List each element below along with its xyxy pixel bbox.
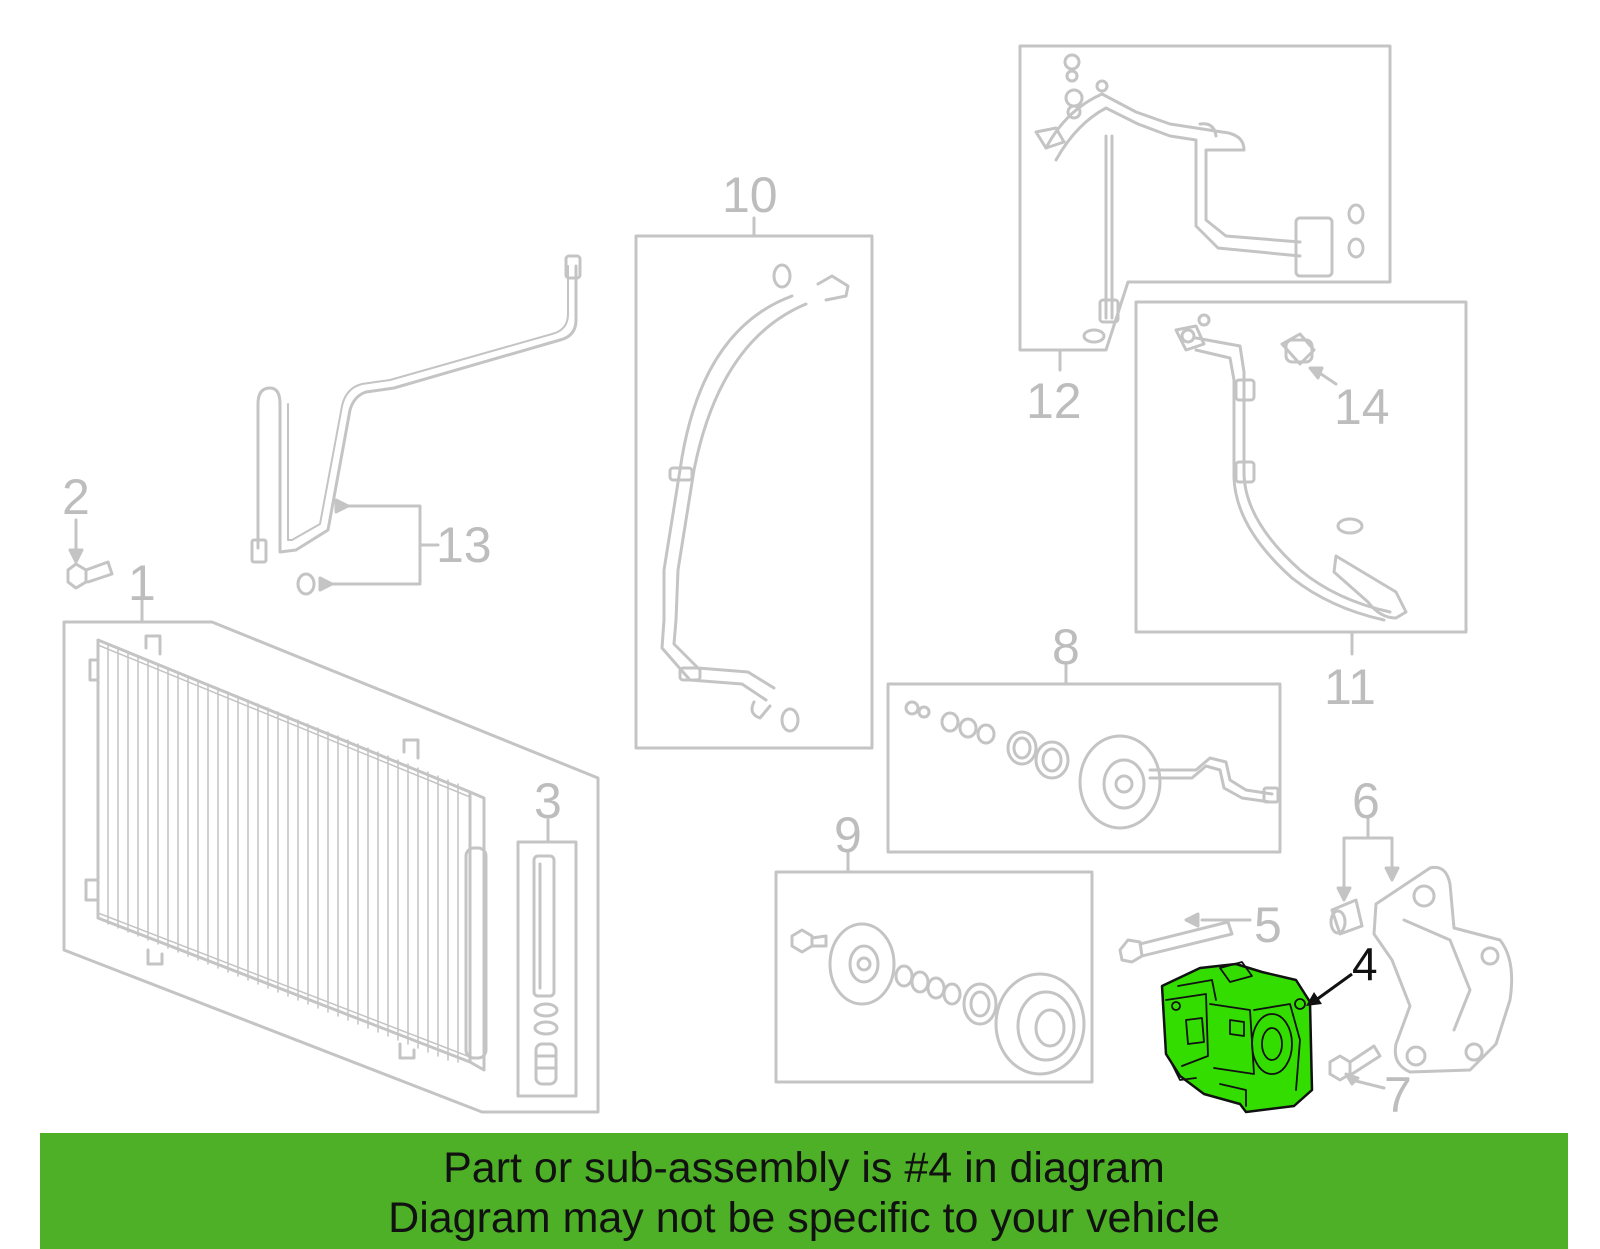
callout-9: 9 — [834, 807, 862, 863]
part-7-bolt[interactable] — [1328, 1044, 1386, 1090]
callout-1: 1 — [128, 555, 156, 611]
info-banner: Part or sub-assembly is #4 in diagram Di… — [40, 1133, 1568, 1249]
part-10-hose[interactable] — [634, 216, 874, 750]
callout-13: 13 — [436, 517, 492, 573]
part-9-clutch[interactable] — [774, 850, 1094, 1084]
part-11-line[interactable] — [1134, 300, 1468, 656]
callout-7: 7 — [1384, 1067, 1412, 1123]
part-14-valve[interactable] — [1280, 332, 1316, 366]
callout-10: 10 — [722, 167, 778, 223]
part-8-clutch-kit[interactable] — [886, 662, 1282, 854]
callout-12: 12 — [1026, 373, 1082, 429]
callout-8: 8 — [1052, 619, 1080, 675]
callout-5: 5 — [1254, 897, 1282, 953]
callout-4: 4 — [1352, 938, 1378, 990]
part-1-condenser[interactable] — [62, 596, 600, 1114]
callout-11: 11 — [1324, 659, 1376, 715]
part-4-compressor[interactable] — [1160, 961, 1353, 1114]
banner-disclaimer-text: Diagram may not be specific to your vehi… — [388, 1194, 1220, 1242]
callout-2: 2 — [62, 469, 90, 525]
part-2-bolt[interactable] — [66, 518, 114, 590]
part-13-line[interactable] — [250, 254, 582, 596]
part-12-line[interactable] — [1018, 44, 1392, 372]
callout-6: 6 — [1352, 773, 1380, 829]
callout-14: 14 — [1334, 379, 1390, 435]
callout-3: 3 — [534, 773, 562, 829]
banner-part-text: Part or sub-assembly is #4 in diagram — [443, 1144, 1165, 1192]
part-3-drier[interactable] — [516, 818, 578, 1098]
part-6-bracket[interactable] — [1329, 816, 1514, 1074]
part-5-bolt[interactable] — [1118, 912, 1252, 964]
